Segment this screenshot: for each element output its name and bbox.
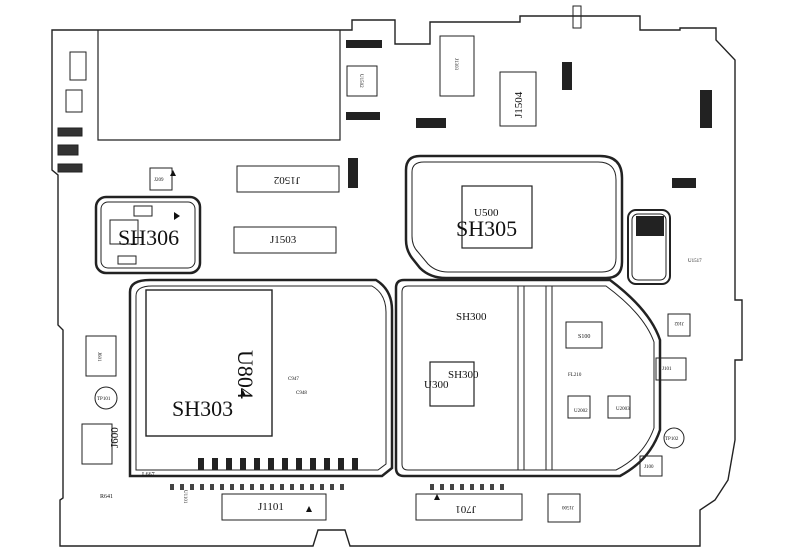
r641-label: R641	[100, 494, 113, 500]
fl210-label: FL210	[568, 373, 582, 378]
u1502-outline	[346, 65, 378, 97]
j1504-label: J1504	[513, 91, 525, 118]
right-small-shield-inner	[631, 213, 667, 281]
u1101-label: U1101	[182, 490, 187, 504]
u2003-label: U2003	[616, 407, 630, 412]
sh305-label: SH305	[456, 216, 517, 241]
board-outline	[51, 15, 743, 547]
j701-outline	[415, 493, 523, 521]
s100-label: S100	[578, 334, 590, 340]
bottom-pin-row	[170, 484, 504, 490]
j101-outline	[655, 357, 687, 381]
u500-label: U500	[474, 207, 499, 219]
tp102-label: TP102	[665, 437, 679, 442]
j1504-outline	[499, 71, 537, 127]
tp102-pad	[663, 427, 685, 449]
sh306-label: SH306	[118, 225, 179, 250]
orientation-markers	[170, 170, 440, 512]
shield-sh300	[394, 278, 662, 478]
j1101-label: J1101	[258, 501, 284, 513]
tp101-pad	[94, 386, 118, 410]
j102-outline	[667, 313, 691, 337]
sh303-label: SH303	[172, 396, 233, 421]
sh300-label: SH300	[448, 369, 479, 381]
j100-label: J100	[644, 465, 654, 470]
j600-outline	[81, 423, 113, 465]
shield-sh306	[94, 195, 202, 275]
top-stub	[572, 5, 582, 29]
tp101-label: TP101	[97, 397, 111, 402]
shield-sh303	[128, 278, 394, 478]
j100-outline	[639, 455, 663, 477]
c947-label: C947	[288, 377, 299, 382]
j1303-outline	[439, 35, 475, 97]
u300-label: U300	[424, 379, 449, 391]
j1101-outline	[221, 493, 327, 521]
component-pads	[198, 40, 712, 470]
j601-outline	[85, 335, 117, 377]
j701-label: J701	[455, 503, 476, 515]
j209-label: J209	[154, 178, 164, 183]
j1502-outline	[236, 165, 340, 193]
left-parts	[57, 51, 87, 173]
j102-label: J102	[674, 320, 684, 325]
inner-notch	[97, 30, 341, 141]
u1502-label: U1502	[358, 74, 363, 88]
l667-label: L667	[142, 472, 155, 478]
j209-outline	[149, 167, 173, 191]
j1503-label: J1503	[270, 234, 297, 246]
j1303-label: J1303	[453, 58, 458, 70]
shield-sh305	[404, 154, 624, 280]
j1500-label: J1500	[562, 504, 574, 509]
j101-label: J101	[662, 367, 672, 372]
j601-label: J601	[96, 352, 101, 362]
j600-label: J600	[109, 427, 121, 448]
j1500-outline	[547, 493, 581, 523]
j1503-outline	[233, 226, 337, 254]
right-small-shield	[627, 209, 671, 285]
u1517-label: U1517	[688, 259, 702, 264]
u2002-label: U2002	[574, 409, 588, 414]
u804-label: U804	[233, 350, 258, 399]
c948-label: C948	[296, 391, 307, 396]
sh300-top-label: SH300	[456, 311, 487, 323]
j1502-label: J1502	[274, 174, 300, 186]
